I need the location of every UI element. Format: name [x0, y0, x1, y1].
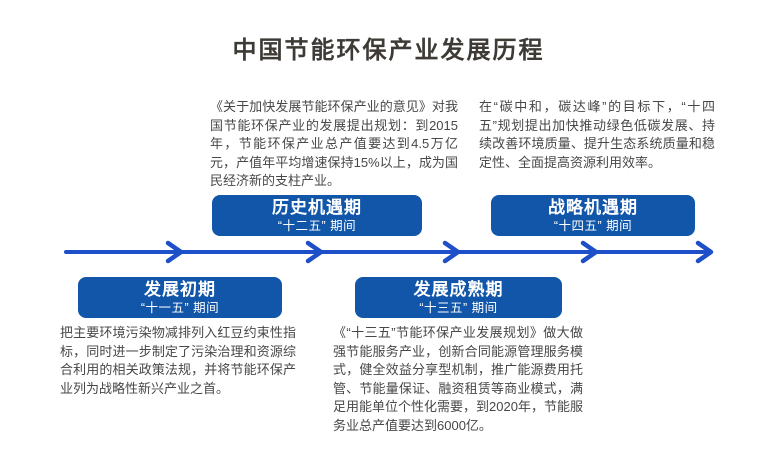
stage-name: 发展初期 — [144, 279, 216, 299]
stage-name: 历史机遇期 — [272, 197, 362, 217]
stage-box-14th-five-year: 战略机遇期 “十四五” 期间 — [491, 195, 695, 236]
timeline-chevron-icon — [305, 240, 324, 264]
stage-name: 战略机遇期 — [548, 197, 638, 217]
stage-box-13th-five-year: 发展成熟期 “十三五” 期间 — [355, 277, 562, 318]
timeline-chevron-icon — [165, 240, 184, 264]
stage-period: “十一五” 期间 — [140, 300, 220, 315]
paragraph-13th-five-plan: 《“十三五”节能环保产业发展规划》做大做强节能服务产业，创新合同能源管理服务模式… — [333, 325, 583, 433]
paragraph-12th-five-plan: 《关于加快发展节能环保产业的意见》对我国节能环保产业的发展提出规划：到2015年… — [210, 99, 458, 189]
page-title: 中国节能环保产业发展历程 — [232, 37, 545, 64]
stage-name: 发展成熟期 — [413, 279, 504, 299]
stage-period: “十二五” 期间 — [277, 218, 357, 233]
paragraph-11th-five-plan: 把主要环境污染物减排列入红豆约束性指标，同时进一步制定了污染治理和资源综合利用的… — [60, 325, 296, 396]
timeline-chevron-icon — [580, 240, 599, 264]
timeline-arrowhead-icon — [695, 240, 714, 264]
stage-box-12th-five-year: 历史机遇期 “十二五” 期间 — [212, 195, 422, 236]
timeline-arrow — [64, 240, 714, 264]
paragraph-14th-five-plan: 在“碳中和，碳达峰”的目标下，“十四五”规划提出加快推动绿色低碳发展、持续改善环… — [479, 99, 715, 170]
stage-box-11th-five-year: 发展初期 “十一五” 期间 — [78, 277, 282, 318]
stage-period: “十四五” 期间 — [553, 218, 633, 233]
stage-period: “十三五” 期间 — [419, 300, 498, 315]
timeline-chevron-icon — [442, 240, 461, 264]
